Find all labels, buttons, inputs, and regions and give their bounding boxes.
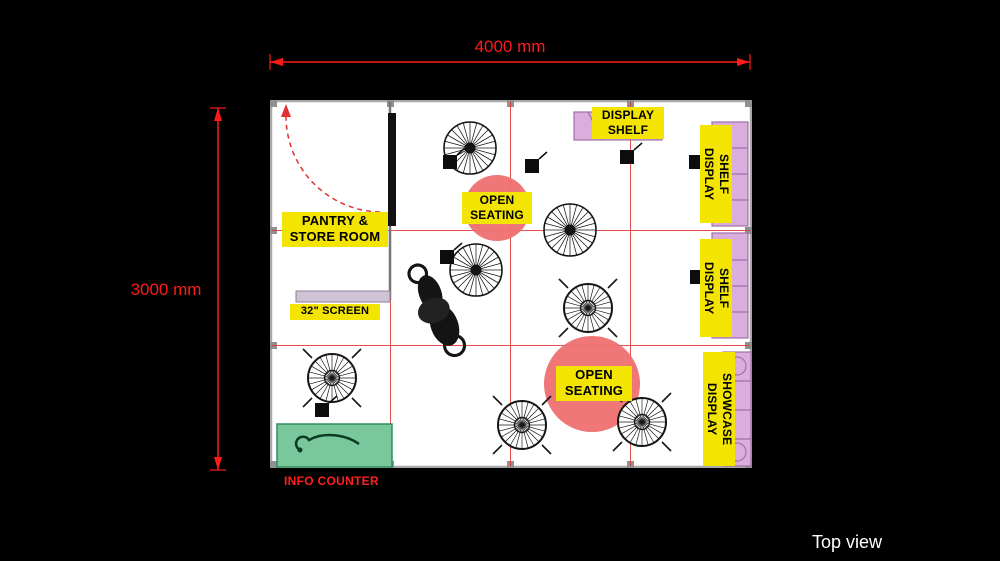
- display-showcase-line1: DISPLAY: [705, 382, 719, 436]
- display-shelf-right1-line2: SHELF: [717, 153, 731, 195]
- floor-plan-drawing: [270, 100, 752, 468]
- wire-chair: [613, 393, 671, 451]
- door-swing-arc: [281, 104, 381, 213]
- screen-label: 32" SCREEN: [290, 304, 380, 320]
- floor-plan: PANTRY & STORE ROOM 32" SCREEN OPEN SEAT…: [270, 100, 752, 468]
- display-shelf-top-line2: SHELF: [607, 123, 649, 137]
- info-counter-label: INFO COUNTER: [284, 474, 379, 488]
- logo-swirl-icon: [294, 433, 360, 452]
- display-shelf-right1-line1: DISPLAY: [702, 147, 716, 201]
- display-shelf-label-right-1: DISPLAY SHELF: [700, 125, 732, 223]
- motorcycle: [407, 263, 467, 358]
- pantry-label: PANTRY & STORE ROOM: [282, 212, 388, 247]
- view-title: Top view: [812, 532, 883, 552]
- pantry-counter: [295, 290, 391, 303]
- display-shelf-right2-line1: DISPLAY: [702, 261, 716, 315]
- wire-chair: [493, 396, 551, 454]
- ceiling-fan: [544, 204, 596, 256]
- pantry-label-line1: PANTRY &: [301, 213, 369, 228]
- open-seating-2-line1: OPEN: [575, 367, 613, 382]
- display-shelf-label-right-2: DISPLAY SHELF: [700, 239, 732, 337]
- open-seating-label-1: OPEN SEATING: [462, 192, 532, 224]
- display-shelf-label-top: DISPLAY SHELF: [592, 107, 664, 139]
- ceiling-fan: [450, 244, 502, 296]
- height-dimension-label: 3000 mm: [130, 280, 202, 299]
- display-shelf-top-line1: DISPLAY: [601, 108, 655, 122]
- pantry-label-line2: STORE ROOM: [289, 229, 381, 245]
- open-seating-label-2: OPEN SEATING: [556, 366, 632, 401]
- display-showcase-line2: SHOWCASE: [720, 372, 734, 446]
- display-showcase-label: DISPLAY SHOWCASE: [703, 352, 735, 466]
- info-counter: [276, 423, 393, 468]
- width-dimension-label: 4000 mm: [474, 37, 546, 56]
- open-seating-1-line1: OPEN: [479, 193, 515, 207]
- open-seating-2-line2: SEATING: [564, 383, 624, 399]
- wire-chair: [559, 279, 617, 337]
- open-seating-1-line2: SEATING: [470, 208, 524, 222]
- screen-32in: [388, 113, 396, 226]
- display-shelf-right2-line2: SHELF: [717, 267, 731, 309]
- wire-chair: [303, 349, 361, 407]
